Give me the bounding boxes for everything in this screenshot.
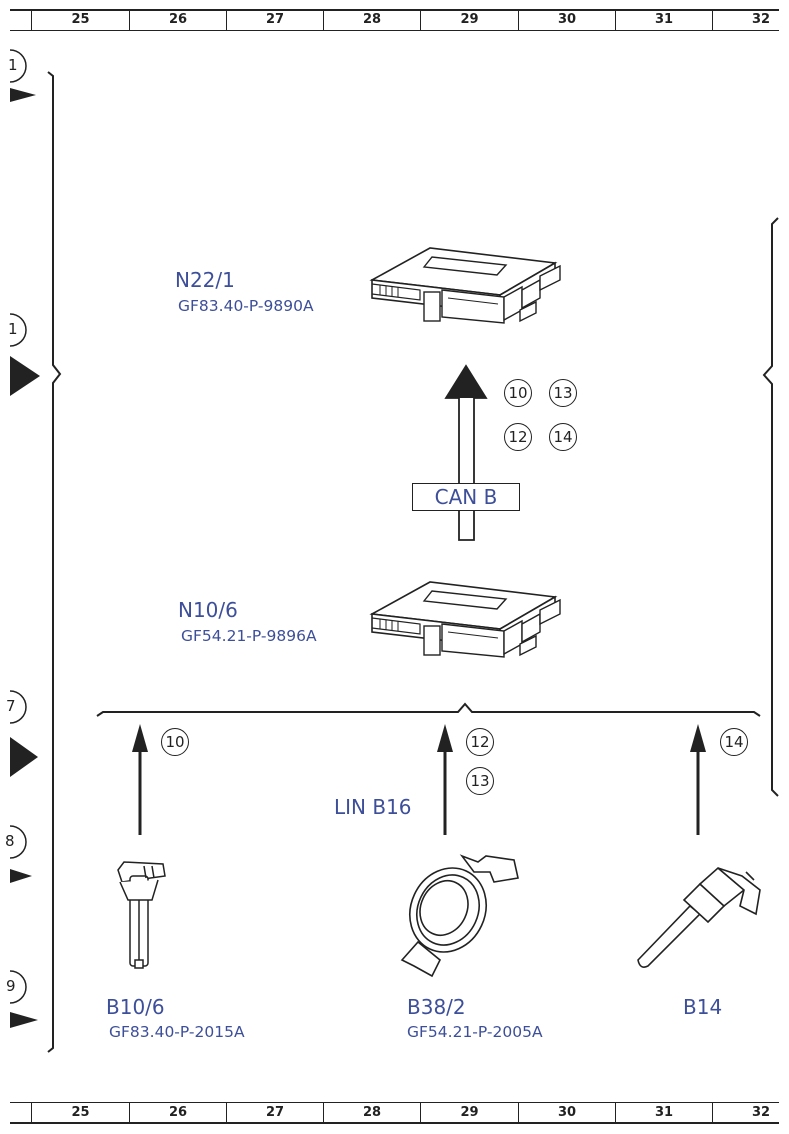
left-ref-arrow-large: [10, 356, 40, 396]
lin-bus-bracket: [96, 702, 761, 717]
n22-1-code: N22/1: [175, 268, 235, 292]
bottom-column-ruler: 25 26 27 28 29 30 31 32: [0, 1100, 789, 1130]
left-ref-arrow-large: [10, 737, 38, 777]
ruler-top-border: [10, 9, 779, 11]
signal-marker-12: 12: [504, 423, 532, 451]
left-ref-number: 1: [8, 56, 18, 74]
can-b-label: CAN B: [412, 483, 520, 511]
ruler-col-25: 25: [31, 1103, 129, 1122]
ruler-col-29: 29: [420, 10, 518, 30]
can-bus-arrowhead: [446, 366, 486, 398]
ruler-col-31: 31: [615, 1103, 712, 1122]
left-brace: [47, 71, 62, 1053]
ecu-n22-1: [371, 247, 561, 324]
signal-marker-13: 13: [466, 767, 494, 795]
ruler-col-28: 28: [323, 10, 420, 30]
ruler-col-31: 31: [615, 10, 712, 30]
ruler-col-25: 25: [31, 10, 129, 30]
ruler-col-30: 30: [518, 1103, 615, 1122]
signal-marker-10: 10: [161, 728, 189, 756]
left-ref-number: 8: [5, 832, 15, 850]
ruler-top-border: [10, 1102, 779, 1103]
left-ref-circle: [9, 690, 27, 724]
signal-marker-14: 14: [549, 423, 577, 451]
ruler-col-26: 26: [129, 10, 226, 30]
left-ref-number: 9: [6, 977, 16, 995]
n22-1-ref: GF83.40-P-9890A: [178, 297, 314, 315]
left-ref-circle: [9, 825, 27, 859]
ruler-col-27: 27: [226, 10, 323, 30]
b10-6-ref: GF83.40-P-2015A: [109, 1023, 245, 1041]
ruler-col-29: 29: [420, 1103, 518, 1122]
left-ref-circle: [9, 313, 27, 347]
left-ref-number: 7: [6, 697, 16, 715]
signal-marker-10: 10: [504, 379, 532, 407]
ruler-col-28: 28: [323, 1103, 420, 1122]
signal-marker-12: 12: [466, 728, 494, 756]
signal-marker-13: 13: [549, 379, 577, 407]
b10-6-arrowhead: [132, 724, 148, 752]
left-ref-circle: [9, 970, 27, 1004]
b38-2-code: B38/2: [407, 995, 466, 1019]
sensor-b38-2-drawing: [400, 854, 519, 978]
left-ref-circle: [9, 49, 27, 83]
left-ref-arrow-small: [10, 1012, 38, 1028]
ruler-col-32: 32: [712, 10, 779, 30]
ruler-col-27: 27: [226, 1103, 323, 1122]
ruler-col-32: 32: [712, 1103, 779, 1122]
n10-6-code: N10/6: [178, 598, 238, 622]
left-ref-arrow-small: [10, 869, 32, 883]
lin-b16-label: LIN B16: [334, 795, 412, 819]
ruler-bottom-border: [10, 1122, 779, 1124]
top-column-ruler: 25 26 27 28 29 30 31 32: [0, 0, 789, 31]
n10-6-ref: GF54.21-P-9896A: [181, 627, 317, 645]
ecu-n10-6: [371, 581, 561, 658]
signal-marker-14: 14: [720, 728, 748, 756]
b10-6-code: B10/6: [106, 995, 165, 1019]
left-ref-arrow-small: [10, 88, 36, 102]
b38-2-ref: GF54.21-P-2005A: [407, 1023, 543, 1041]
sensor-b14-drawing: [637, 866, 761, 968]
ruler-col-26: 26: [129, 1103, 226, 1122]
left-ref-number: 1: [8, 320, 18, 338]
right-brace: [762, 217, 779, 797]
b14-code: B14: [683, 995, 723, 1019]
b14-arrowhead: [690, 724, 706, 752]
b38-2-arrowhead: [437, 724, 453, 752]
ruler-bottom-border: [10, 30, 779, 31]
sensor-b10-6-drawing: [117, 861, 166, 969]
ruler-col-30: 30: [518, 10, 615, 30]
